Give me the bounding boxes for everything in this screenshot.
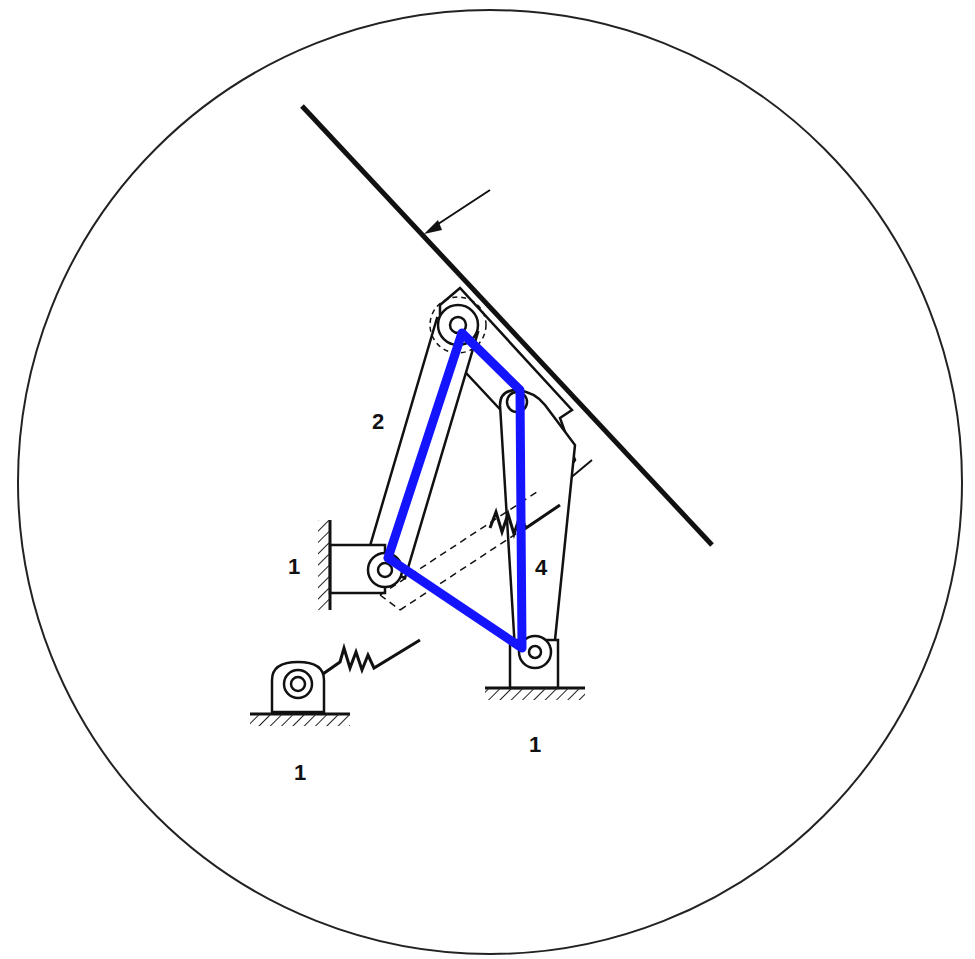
part-number: 1	[288, 556, 300, 578]
part-number: 1	[529, 734, 541, 756]
part-number: 1	[294, 762, 306, 784]
part-number: 4	[535, 557, 547, 579]
part-number: 2	[372, 411, 384, 433]
